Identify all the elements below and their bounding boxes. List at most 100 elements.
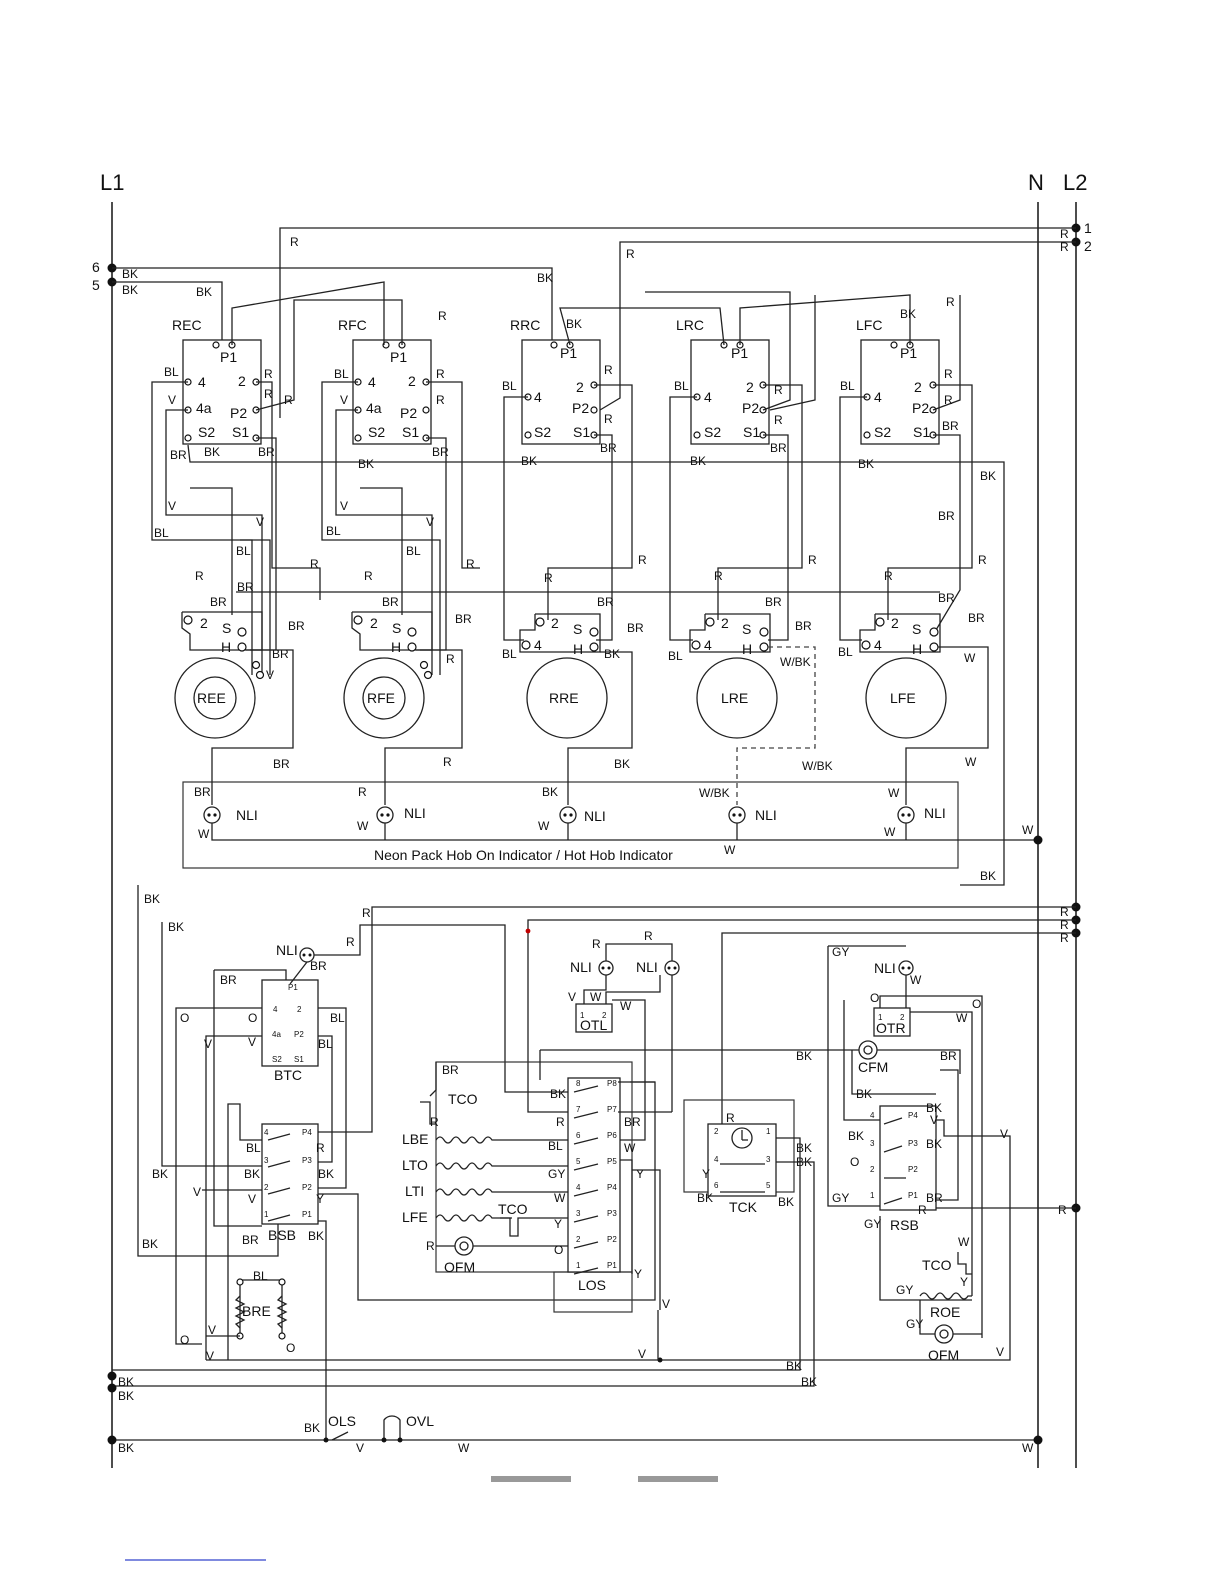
svg-text:V: V: [1000, 1127, 1008, 1141]
svg-text:V: V: [340, 499, 348, 513]
lbe-label: LBE: [402, 1131, 428, 1147]
svg-text:R: R: [808, 553, 817, 567]
otl-nli-label: NLI: [636, 959, 658, 975]
svg-text:R: R: [944, 393, 953, 407]
svg-text:BL: BL: [674, 379, 689, 393]
los-contact: [573, 1241, 599, 1249]
svg-text:P1: P1: [288, 983, 298, 992]
svg-text:BL: BL: [330, 1011, 345, 1025]
svg-text:BL: BL: [164, 365, 179, 379]
footer-marks: [125, 1476, 718, 1561]
svg-text:1: 1: [870, 1191, 875, 1200]
svg-text:BK: BK: [144, 892, 160, 906]
svg-text:BK: BK: [796, 1049, 812, 1063]
terminal-6: 6: [92, 259, 100, 275]
svg-text:BK: BK: [142, 1237, 158, 1251]
svg-text:V: V: [204, 1037, 212, 1051]
svg-text:S: S: [573, 621, 582, 637]
svg-text:S2: S2: [874, 424, 891, 440]
svg-text:W: W: [964, 651, 976, 665]
svg-text:P1: P1: [908, 1191, 918, 1200]
svg-text:P2: P2: [908, 1165, 918, 1174]
svg-text:W: W: [458, 1441, 470, 1455]
svg-text:R: R: [978, 553, 987, 567]
los-row-number: 8: [576, 1079, 581, 1088]
svg-text:V: V: [340, 393, 348, 407]
svg-text:R: R: [714, 569, 723, 583]
los-contact: [573, 1163, 599, 1171]
svg-text:V: V: [208, 1323, 216, 1337]
otr-label: OTR: [876, 1020, 906, 1036]
svg-text:S1: S1: [743, 424, 760, 440]
svg-text:5: 5: [766, 1181, 771, 1190]
svg-text:R: R: [310, 557, 319, 571]
svg-text:V: V: [256, 515, 264, 529]
los-row-pole: P4: [607, 1183, 617, 1192]
svg-text:P3: P3: [908, 1139, 918, 1148]
svg-text:W: W: [198, 827, 210, 841]
svg-text:R: R: [316, 1141, 325, 1155]
svg-text:R: R: [264, 367, 273, 381]
los-row-number: 2: [576, 1235, 581, 1244]
rsb-label: RSB: [890, 1217, 919, 1233]
svg-text:R: R: [362, 906, 371, 920]
svg-text:S1: S1: [232, 424, 249, 440]
svg-text:BR: BR: [765, 595, 782, 609]
svg-text:R: R: [944, 367, 953, 381]
svg-text:P3: P3: [302, 1156, 312, 1165]
svg-text:W: W: [888, 786, 900, 800]
svg-text:BR: BR: [272, 647, 289, 661]
otl-label: OTL: [580, 1017, 607, 1033]
otl-thermostat: NLI NLI R R 1 2 OTL V W W: [568, 929, 680, 1141]
svg-text:V: V: [662, 1297, 670, 1311]
los-label: LOS: [578, 1277, 606, 1293]
svg-text:2: 2: [551, 615, 559, 631]
svg-text:O: O: [554, 1243, 563, 1257]
svg-text:V: V: [206, 1349, 214, 1363]
svg-text:BK: BK: [196, 285, 212, 299]
ovl-label: OVL: [406, 1413, 434, 1429]
svg-text:4: 4: [534, 637, 542, 653]
svg-text:2: 2: [721, 615, 729, 631]
svg-text:BR: BR: [242, 1233, 259, 1247]
right-nli-label: NLI: [874, 960, 896, 976]
svg-text:2: 2: [408, 373, 416, 389]
control-lfc: LFC P1 4 2 P2 S2 S1: [856, 317, 940, 445]
element-lfe: 2 4 S H LFE: [859, 613, 947, 739]
svg-text:R: R: [592, 937, 601, 951]
svg-text:R: R: [1060, 227, 1069, 241]
svg-text:S: S: [742, 621, 751, 637]
svg-text:BR: BR: [597, 595, 614, 609]
svg-text:3: 3: [870, 1139, 875, 1148]
svg-text:R: R: [1060, 931, 1069, 945]
svg-text:P1: P1: [900, 345, 917, 361]
svg-text:BL: BL: [840, 379, 855, 393]
svg-text:R: R: [358, 785, 367, 799]
los-contact: [573, 1137, 599, 1145]
svg-text:BK: BK: [550, 1087, 566, 1101]
svg-text:S1: S1: [573, 424, 590, 440]
svg-text:GY: GY: [864, 1217, 881, 1231]
svg-text:BR: BR: [926, 1191, 943, 1205]
svg-text:S2: S2: [368, 424, 385, 440]
svg-text:3: 3: [766, 1155, 771, 1164]
svg-text:4: 4: [198, 374, 206, 390]
svg-text:BL: BL: [253, 1269, 268, 1283]
svg-text:H: H: [573, 641, 583, 657]
svg-text:S1: S1: [402, 424, 419, 440]
svg-text:S2: S2: [198, 424, 215, 440]
svg-text:4a: 4a: [366, 400, 382, 416]
svg-text:2: 2: [870, 1165, 875, 1174]
svg-text:GY: GY: [896, 1283, 913, 1297]
btc-label: BTC: [274, 1067, 302, 1083]
svg-text:W/BK: W/BK: [699, 786, 730, 800]
svg-text:P1: P1: [220, 349, 237, 365]
svg-text:BL: BL: [154, 526, 169, 540]
svg-text:BK: BK: [980, 869, 996, 883]
svg-text:S1: S1: [294, 1055, 304, 1064]
svg-text:BL: BL: [548, 1139, 563, 1153]
svg-text:4: 4: [704, 389, 712, 405]
svg-text:BK: BK: [566, 317, 582, 331]
